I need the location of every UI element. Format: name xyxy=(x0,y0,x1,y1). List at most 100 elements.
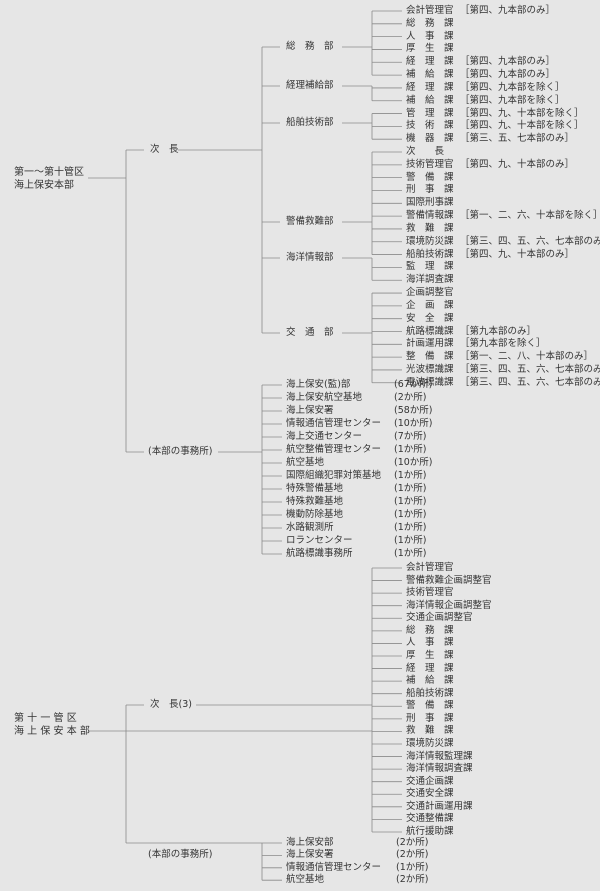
unit-name: 厚 生 課 xyxy=(406,43,454,55)
office-name: 航路標識事務所 xyxy=(286,548,353,559)
unit-name: 交通企画調整官 xyxy=(406,612,473,624)
office-count: (1か所) xyxy=(394,483,427,494)
unit-name: 海洋情報監理課 xyxy=(406,750,473,762)
unit-note: ［第一、二、八、十本部のみ］ xyxy=(460,351,594,363)
unit-note: ［第四、九、十本部を除く］ xyxy=(460,107,584,119)
unit-name: 航行援助課 xyxy=(406,825,454,837)
unit-name: 環境防災課 xyxy=(406,737,454,749)
offices-label: (本部の事務所) xyxy=(148,446,213,457)
office-name: 海上保安(監)部 xyxy=(286,379,351,390)
office-name: 海上保安部 xyxy=(286,837,334,848)
unit-name: 会計管理官 xyxy=(406,562,454,573)
department-name: 船舶技術部 xyxy=(286,117,334,128)
hq-name: 海上保安本部 xyxy=(14,180,74,191)
unit-name: 技術管理官 xyxy=(406,158,454,170)
office-count: (2か所) xyxy=(396,837,429,848)
office-count: (2か所) xyxy=(396,874,429,886)
office-count: (1か所) xyxy=(394,509,427,520)
office-count: (2か所) xyxy=(394,392,427,403)
office-name: 特殊救難基地 xyxy=(286,496,344,507)
unit-name: 交通計画運用課 xyxy=(406,800,473,812)
unit-name: 厚 生 課 xyxy=(406,649,454,661)
hq-name: 海 上 保 安 本 部 xyxy=(14,726,90,737)
unit-note: ［第四、九、十本部のみ］ xyxy=(460,248,575,260)
office-count: (1か所) xyxy=(394,444,427,455)
office-name: 国際組織犯罪対策基地 xyxy=(286,470,382,481)
vice-chief-label: 次 長 xyxy=(150,144,179,155)
hq-name: 第 十 一 管 区 xyxy=(14,713,77,724)
hq-name: 第一〜第十管区 xyxy=(14,167,84,178)
unit-name: 補 給 課 xyxy=(406,675,454,687)
office-count: (1か所) xyxy=(394,522,427,533)
unit-note: ［第九本部を除く］ xyxy=(460,338,546,350)
unit-note: ［第三、五、七本部のみ］ xyxy=(460,133,575,145)
unit-name: 経 理 課 xyxy=(406,81,454,93)
office-name: 海上交通センター xyxy=(286,431,363,442)
unit-name: 刑 事 課 xyxy=(406,184,454,196)
unit-note: ［第四、九、十本部のみ］ xyxy=(460,158,575,170)
unit-name: 救 難 課 xyxy=(406,222,454,234)
offices-label: (本部の事務所) xyxy=(148,849,213,860)
unit-name: 技 術 課 xyxy=(406,120,454,132)
unit-note: ［第一、二、六、十本部を除く］ xyxy=(460,210,600,222)
unit-name: 警 備 課 xyxy=(406,700,454,712)
unit-name: 海洋情報企画調整官 xyxy=(406,599,492,611)
unit-name: 交通企画課 xyxy=(406,775,454,787)
unit-name: 船舶技術課 xyxy=(406,248,454,260)
office-count: (58か所) xyxy=(394,405,433,416)
unit-name: 国際刑事課 xyxy=(406,197,454,209)
unit-name: 企 画 課 xyxy=(406,299,454,311)
unit-name: 海洋情報調査課 xyxy=(406,763,473,775)
office-count: (67か所) xyxy=(394,379,433,390)
office-name: 情報通信管理センター xyxy=(286,861,382,873)
unit-name: 補 給 課 xyxy=(406,69,454,81)
unit-name: 総 務 課 xyxy=(406,624,454,636)
unit-name: 救 難 課 xyxy=(406,725,454,737)
unit-name: 航路標識課 xyxy=(406,325,454,337)
office-count: (1か所) xyxy=(396,861,429,873)
office-count: (2か所) xyxy=(396,849,429,861)
unit-name: 次 長 xyxy=(406,146,445,158)
unit-name: 交通安全課 xyxy=(406,788,454,800)
unit-name: 整 備 課 xyxy=(406,351,454,363)
unit-name: 警 備 課 xyxy=(406,171,454,183)
office-name: 海上保安署 xyxy=(286,849,334,861)
department-name: 総 務 部 xyxy=(286,41,334,52)
office-name: 航空整備管理センター xyxy=(286,444,382,455)
office-name: 航空基地 xyxy=(286,874,325,886)
unit-name: 安 全 課 xyxy=(406,312,454,324)
office-name: ロランセンター xyxy=(286,535,353,546)
office-count: (1か所) xyxy=(394,535,427,546)
unit-name: 計画運用課 xyxy=(406,338,454,350)
unit-name: 警備救難企画調整官 xyxy=(406,574,492,586)
office-count: (1か所) xyxy=(394,496,427,507)
unit-note: ［第三、四、五、六、七本部のみ］ xyxy=(460,363,600,375)
unit-note: ［第三、四、五、六、七本部のみ］ xyxy=(460,376,600,388)
unit-name: 監 理 課 xyxy=(406,261,454,273)
office-name: 情報通信管理センター xyxy=(286,418,382,429)
unit-name: 交通整備課 xyxy=(406,813,454,825)
department-name: 交 通 部 xyxy=(286,327,334,338)
vice-chief-label: 次 長(3) xyxy=(150,699,192,710)
unit-name: 技術管理官 xyxy=(406,587,454,599)
unit-name: 人 事 課 xyxy=(406,30,454,42)
unit-name: 経 理 課 xyxy=(406,56,454,68)
department-name: 経理補給部 xyxy=(286,80,334,91)
office-count: (7か所) xyxy=(394,431,427,442)
department-name: 警備救難部 xyxy=(286,216,334,227)
unit-name: 環境防災課 xyxy=(406,235,454,247)
office-name: 水路観測所 xyxy=(286,522,334,533)
unit-name: 総 務 課 xyxy=(406,17,454,29)
office-count: (10か所) xyxy=(394,418,433,429)
unit-name: 企画調整官 xyxy=(406,287,454,299)
unit-note: ［第四、九本部を除く］ xyxy=(460,94,565,106)
department-name: 海洋情報部 xyxy=(286,252,334,263)
unit-name: 海洋調査課 xyxy=(406,274,454,286)
unit-name: 船舶技術課 xyxy=(406,687,454,699)
unit-name: 補 給 課 xyxy=(406,94,454,106)
unit-name: 会計管理官 xyxy=(406,5,454,16)
office-count: (10か所) xyxy=(394,457,433,468)
unit-name: 警備情報課 xyxy=(406,210,454,222)
